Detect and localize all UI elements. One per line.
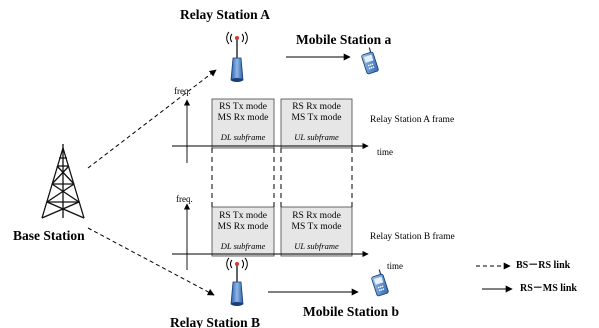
frame-b-dl-subframe: DL subframe	[220, 241, 266, 251]
frame-a-dl-box	[211, 98, 275, 149]
frame-b-freq-label: freq.	[176, 194, 193, 204]
relay-station-a-icon	[226, 31, 248, 82]
frame-b-time-label: time	[387, 261, 403, 271]
mobile-station-a-icon	[361, 47, 379, 75]
base-station-tower-icon	[41, 144, 85, 219]
relay-station-b-icon	[226, 257, 248, 306]
legend-bs-rs-label: BS－RS link	[516, 260, 571, 271]
relay-station-b-label: Relay Station B	[170, 315, 261, 328]
frame-b-dl-line2: MS Rx mode	[217, 222, 269, 232]
frame-a-graphics	[172, 98, 369, 163]
frame-a-ul-line2: MS Tx mode	[291, 113, 342, 123]
frame-b-ul-subframe: UL subframe	[294, 241, 339, 251]
subframe-alignment-lines	[211, 148, 353, 207]
frame-b-dl-line1: RS Tx mode	[219, 211, 267, 221]
frame-a-dl-subframe: DL subframe	[220, 132, 266, 142]
frame-a-dl-line2: MS Rx mode	[217, 113, 269, 123]
frame-b-graphics	[172, 203, 369, 270]
legend-rs-ms-label: RS－MS link	[520, 283, 577, 294]
frame-a-freq-label: freq.	[174, 86, 191, 96]
bs-rs-link-a	[87, 69, 217, 169]
base-station-label: Base Station	[13, 228, 85, 243]
mobile-station-b-label: Mobile Station b	[303, 304, 400, 319]
frame-b-label: Relay Station B frame	[370, 232, 455, 242]
frame-b-ul-line1: RS Rx mode	[292, 211, 341, 221]
frame-a-time-label: time	[377, 147, 393, 157]
frame-a-ul-line1: RS Rx mode	[292, 102, 341, 112]
mobile-station-b-icon	[371, 269, 389, 297]
frame-a-ul-subframe: UL subframe	[294, 132, 339, 142]
frame-a-label: Relay Station A frame	[370, 115, 455, 125]
frame-a-ul-box	[280, 98, 353, 149]
frame-b-ul-line2: MS Tx mode	[291, 222, 342, 232]
frame-b-ul-box	[280, 206, 353, 257]
frame-b-dl-box	[211, 206, 275, 257]
relay-station-a-label: Relay Station A	[180, 7, 271, 22]
mobile-station-a-label: Mobile Station a	[296, 32, 392, 47]
frame-a-dl-line1: RS Tx mode	[219, 102, 267, 112]
bs-rs-link-b	[87, 227, 215, 296]
